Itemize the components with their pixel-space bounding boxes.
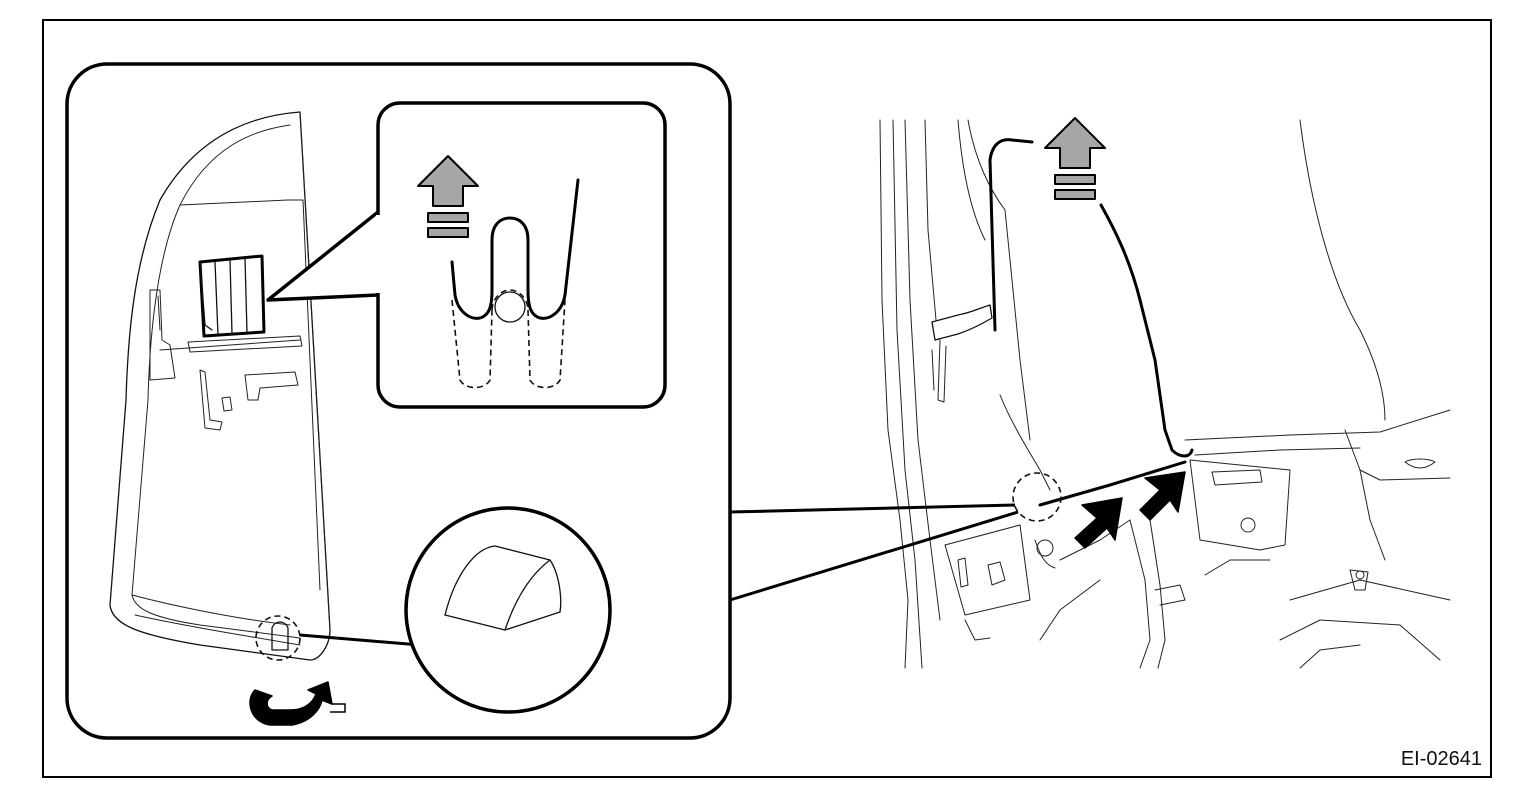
spring-clip-callout: [376, 101, 667, 409]
rotate-arrow-icon: [249, 681, 333, 726]
trim-panel-part: [109, 111, 331, 661]
clip-location-marker: [255, 615, 301, 661]
leader-line: [729, 503, 1019, 602]
leader-line: [299, 633, 421, 647]
clip-hook-detail: [444, 545, 562, 616]
figure-id-label: EI-02641: [1400, 748, 1482, 770]
push-arrow-icon: [1074, 497, 1123, 549]
push-arrow-icon: [1139, 471, 1186, 521]
vehicle-interior-scene: [879, 117, 1451, 669]
spring-clip-detail: [450, 178, 580, 389]
pull-up-arrow-icon: [1044, 117, 1106, 200]
clip-detail-magnifier: [404, 506, 612, 714]
pull-up-arrow-icon: [417, 155, 479, 238]
clip-location-marker: [1012, 472, 1062, 522]
